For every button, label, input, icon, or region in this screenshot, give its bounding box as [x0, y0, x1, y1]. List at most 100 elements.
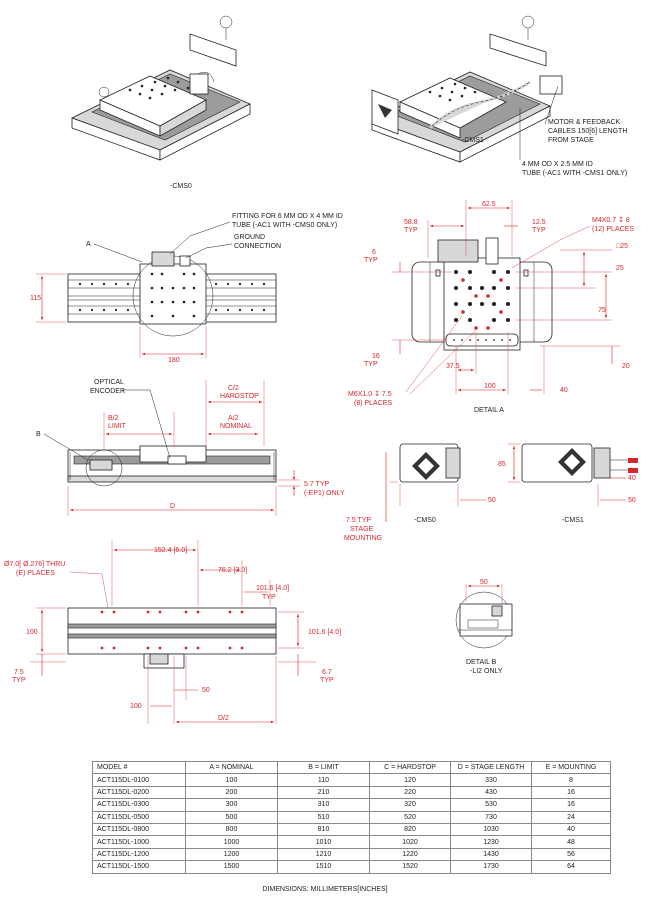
cell-b: 1010	[277, 835, 370, 849]
cell-model: ACT115DL-0300	[92, 798, 186, 812]
motor-note-line2: CABLES 150[6] LENGTH	[548, 128, 627, 135]
col-header: B = LIMIT	[277, 760, 370, 775]
cell-model: ACT115DL-1500	[92, 860, 186, 874]
dim-7-5-line1: 7.5 TYP	[346, 517, 371, 524]
cms0-label: -CMS0	[170, 183, 192, 190]
side-view-stage	[67, 445, 277, 487]
callout-a: A	[86, 241, 91, 248]
dim-75: 75	[598, 307, 606, 314]
end-dim-85: 85	[498, 461, 506, 468]
end-view-cms1	[521, 443, 638, 483]
col-header: A = NOMINAL	[185, 760, 278, 775]
iso-stage-cms1	[370, 15, 563, 163]
table-row: ACT115DL-1200 1200 1210 1220 1430 56	[92, 847, 611, 862]
hole-note-line2: (E) PLACES	[16, 570, 55, 577]
cell-c: 1520	[369, 860, 451, 874]
table-row: ACT115DL-1000 1000 1010 1020 1230 48	[92, 835, 611, 849]
dim-58-8: 58.8	[404, 219, 418, 226]
cell-a: 100	[185, 773, 278, 787]
cell-d: 1430	[450, 847, 532, 862]
cell-model: ACT115DL-1200	[92, 847, 186, 862]
end-dim-50b: 50	[628, 497, 636, 504]
dim-6-7-typ: TYP	[320, 677, 334, 684]
top-view-stage	[67, 251, 277, 337]
optical-note-line1: OPTICAL	[94, 379, 124, 386]
table-row: ACT115DL-0300 300 310 320 530 16	[92, 798, 611, 812]
col-header: MODEL #	[92, 760, 186, 775]
optical-note-line2: ENCODER	[90, 388, 125, 395]
end-cms1-label: -CMS1	[562, 517, 584, 524]
dim-100-bottom: 100	[130, 703, 142, 710]
col-header: D = STAGE LENGTH	[450, 760, 532, 775]
col-header: C = HARDSTOP	[369, 760, 451, 775]
fitting-note-line2: TUBE (-AC1 WITH -CMS0 ONLY)	[232, 222, 337, 229]
dim-180: 180	[168, 357, 180, 364]
dim-6: 6	[372, 249, 376, 256]
cell-e: 48	[531, 835, 611, 849]
detail-b-title: DETAIL B	[466, 659, 497, 666]
dim-25: 25	[616, 265, 624, 272]
cell-e: 40	[531, 822, 611, 837]
tube-note-line1: 4 MM OD X 2.5 MM ID	[522, 161, 593, 168]
cell-a: 800	[185, 822, 278, 837]
dim-20: 20	[622, 363, 630, 370]
cell-c: 820	[369, 822, 451, 837]
iso-stage-cms0	[70, 15, 251, 161]
fitting-note-line1: FITTING FOR 6 MM OD X 4 MM ID	[232, 213, 343, 220]
cell-b: 110	[277, 773, 370, 787]
hole-note-line1: Ø7.0[ Ø.276] THRU	[4, 561, 65, 568]
cell-c: 120	[369, 773, 451, 787]
dim-115: 115	[30, 295, 41, 302]
tube-note-line2: TUBE (-AC1 WITH -CMS1 ONLY)	[522, 170, 627, 177]
cell-b: 1510	[277, 860, 370, 874]
cell-model: ACT115DL-0800	[92, 822, 186, 837]
dim-76-2: 76.2 [3.0]	[218, 567, 247, 574]
cell-e: 8	[531, 773, 611, 787]
m4-note-line2: (12) PLACES	[592, 226, 634, 233]
cell-d: 1030	[450, 822, 532, 837]
dim-7-5-line3: MOUNTING	[344, 535, 382, 542]
a2-label-line1: A/2	[228, 415, 239, 422]
cell-e: 64	[531, 860, 611, 874]
dim-6-typ: TYP	[364, 257, 378, 264]
dim-6-7: 6.7	[322, 669, 332, 676]
dim-50-base: 50	[202, 687, 210, 694]
cell-a: 200	[185, 785, 278, 800]
callout-b: B	[36, 431, 41, 438]
spec-table: MODEL # A = NOMINAL B = LIMIT C = HARDST…	[92, 760, 611, 874]
dim-100: 100	[484, 383, 496, 390]
dim-101-6-right: 101.6 [4.0]	[308, 629, 341, 636]
base-view-stage	[67, 607, 277, 669]
table-row: ACT115DL-0100 100 110 120 330 8	[92, 773, 611, 787]
cell-e: 16	[531, 798, 611, 812]
cell-d: 430	[450, 785, 532, 800]
table-row: ACT115DL-0800 800 810 820 1030 40	[92, 822, 611, 837]
cell-b: 310	[277, 798, 370, 812]
dim-62-5: 62.5	[482, 201, 496, 208]
end-view-cms0	[399, 443, 461, 483]
m4-note-line1: M4X0.7 ↧ 8	[592, 216, 630, 224]
dim-152-4: 152.4 [6.0]	[154, 547, 187, 554]
end-dim-50a: 50	[488, 497, 496, 504]
dim-101-6-top-typ: TYP	[262, 594, 276, 601]
ground-note-line1: GROUND	[234, 234, 265, 241]
c2-label-line2: HARDSTOP	[220, 393, 259, 400]
cell-c: 520	[369, 810, 451, 824]
cell-c: 1220	[369, 847, 451, 862]
detail-b-dim-50: 50	[480, 579, 488, 586]
c2-label-line1: C/2	[228, 385, 239, 392]
m6-note-line1: M6X1.0 ↧ 7.5	[348, 390, 392, 398]
cell-d: 1730	[450, 860, 532, 874]
dim-40: 40	[560, 387, 568, 394]
detail-b-view	[455, 591, 513, 649]
dim-100-left: 100	[26, 629, 38, 636]
b2-label-line1: B/2	[108, 415, 119, 422]
cell-model: ACT115DL-0200	[92, 785, 186, 800]
cell-a: 1500	[185, 860, 278, 874]
table-row: ACT115DL-1500 1500 1510 1520 1730 64	[92, 860, 611, 874]
detail-a-title: DETAIL A	[474, 407, 504, 414]
dimensions-footnote: DIMENSIONS: MILLIMETERS[INCHES]	[262, 886, 388, 893]
cell-b: 510	[277, 810, 370, 824]
cell-d: 730	[450, 810, 532, 824]
